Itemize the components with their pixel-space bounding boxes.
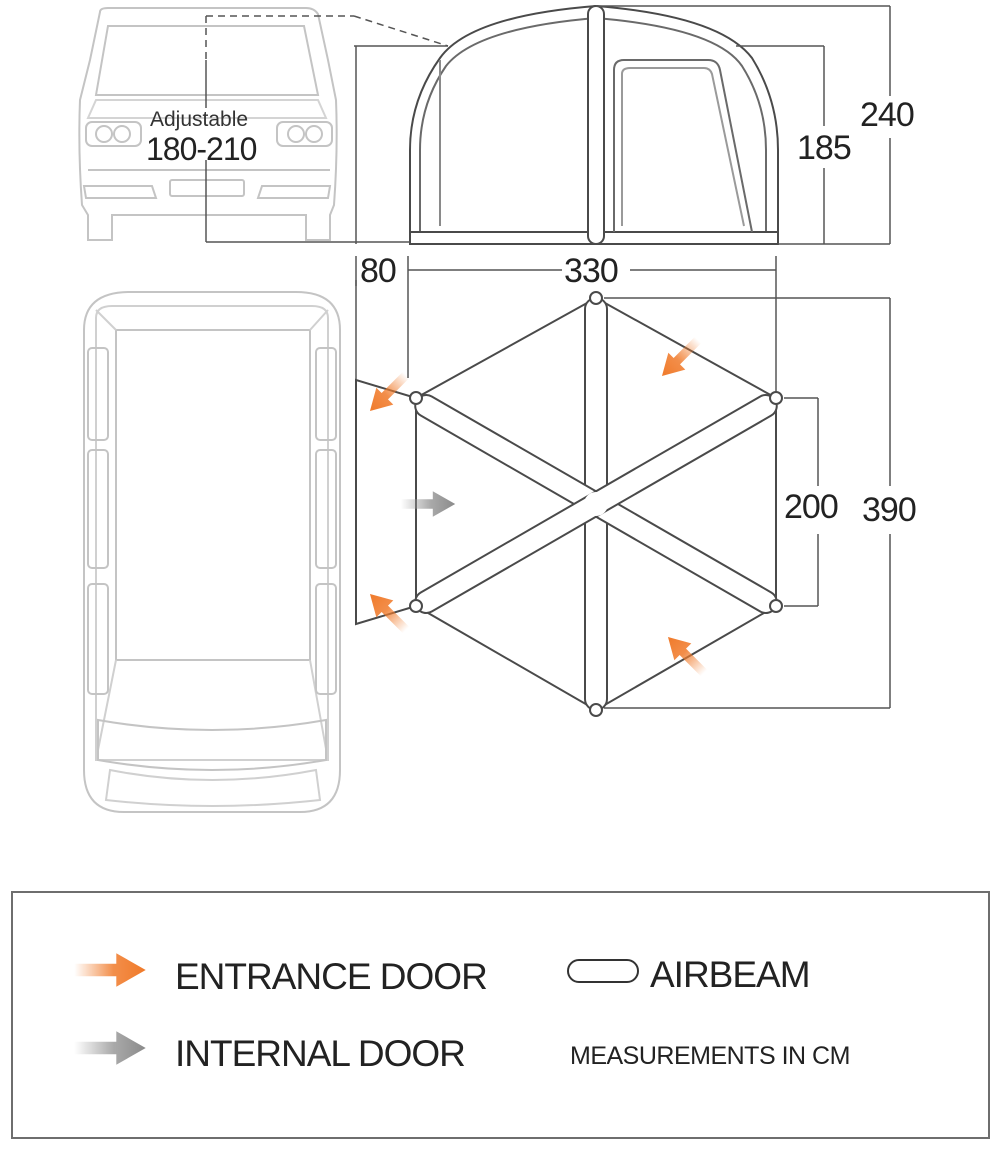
- van-top-view: [83, 291, 341, 813]
- depth-dimensions: [604, 297, 891, 709]
- airbeam-icon: [567, 959, 639, 983]
- legend-internal-door: INTERNAL DOOR: [175, 1033, 466, 1074]
- legend-entrance-door: ENTRANCE DOOR: [175, 956, 488, 997]
- dim-height-inner: 185: [797, 129, 852, 167]
- dim-depth-side: 200: [784, 488, 839, 526]
- entrance-arrow-top-left: [361, 366, 415, 420]
- entrance-arrow-top-right: [653, 331, 707, 385]
- dim-depth-total: 390: [862, 491, 917, 529]
- legend-box: [11, 891, 990, 1139]
- entrance-arrow-bottom-left: [361, 585, 415, 639]
- door-arrows: [361, 331, 713, 682]
- dim-width-porch: 80: [360, 252, 397, 290]
- airbeams: [409, 291, 783, 717]
- entrance-arrow-bottom-right: [659, 628, 713, 682]
- internal-arrow: [400, 491, 456, 517]
- legend-airbeam: AIRBEAM: [650, 954, 811, 995]
- van-rear-view: [78, 7, 338, 241]
- dim-height-total: 240: [860, 96, 915, 134]
- adjustable-range: 180-210: [146, 131, 257, 167]
- legend-measurements-note: MEASUREMENTS IN CM: [570, 1042, 850, 1070]
- height-dimensions: [596, 5, 891, 245]
- connector-lines: [205, 15, 449, 244]
- dim-width-main: 330: [564, 252, 619, 290]
- adjustable-label: Adjustable: [150, 108, 249, 131]
- tent-front-view: [409, 4, 779, 245]
- legend-icons: [74, 953, 639, 1065]
